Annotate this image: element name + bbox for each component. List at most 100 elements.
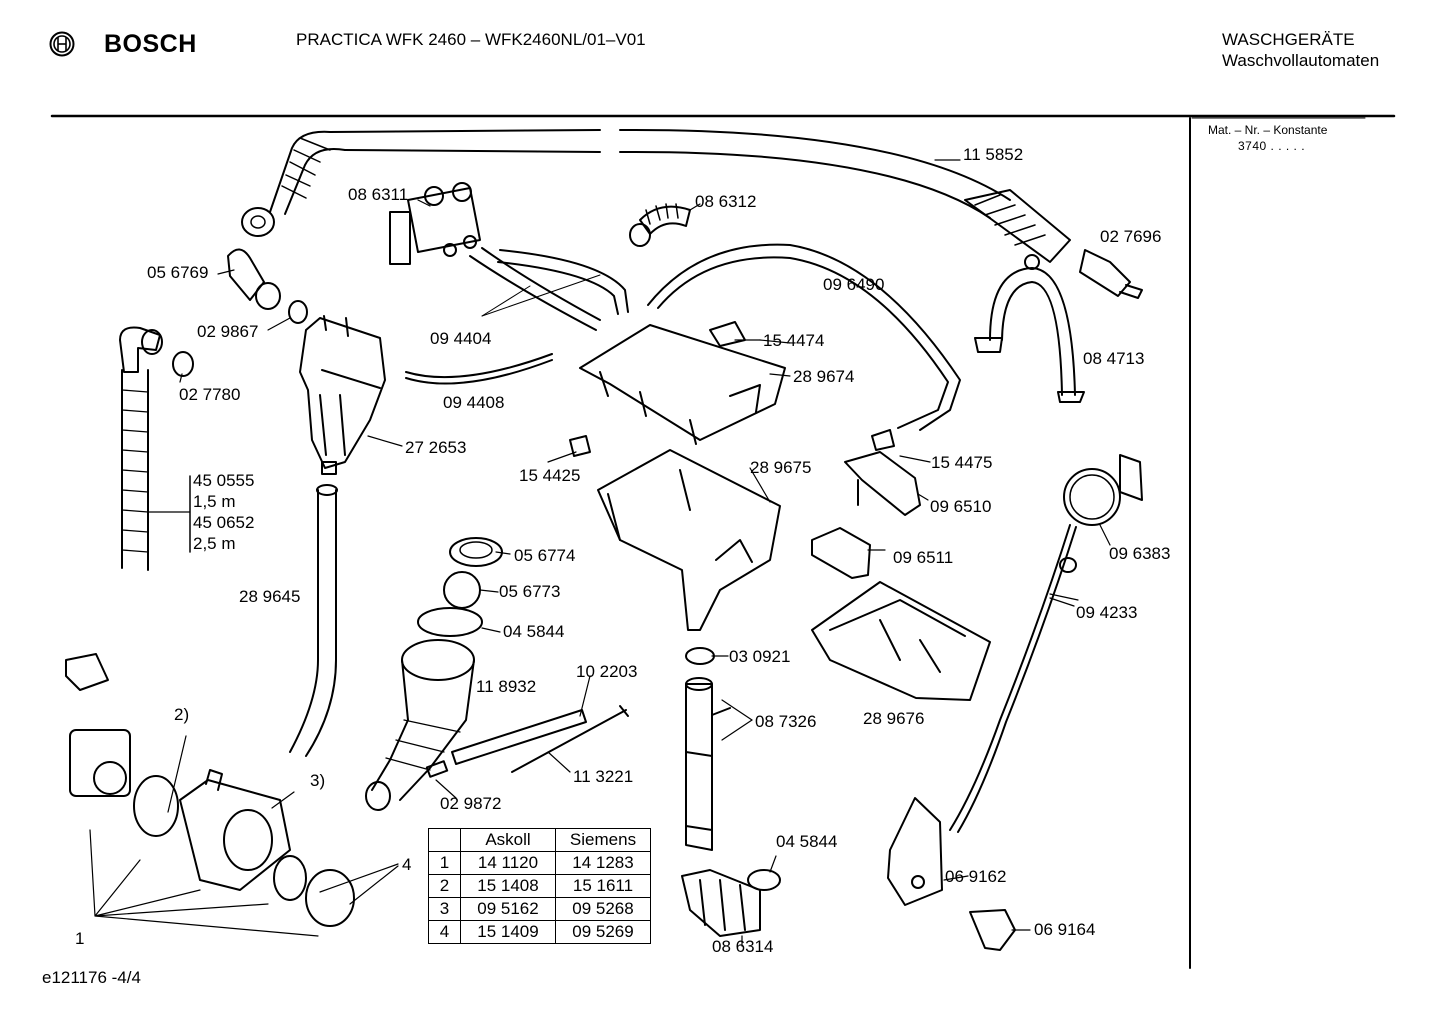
label-02-9872: 02 9872 — [440, 794, 502, 813]
brand-name: BOSCH — [104, 30, 197, 58]
label-28-9674: 28 9674 — [793, 367, 855, 386]
label-2-5-m: 2,5 m — [193, 534, 236, 553]
hose-bracket-part — [974, 254, 1085, 403]
table-cell-askoll: 09 5162 — [460, 897, 556, 921]
dispenser-elbow-part — [629, 203, 691, 247]
table-header-askoll: Askoll — [460, 828, 556, 852]
vent-hose-part — [647, 243, 961, 431]
table-cell-siemens: 14 1283 — [555, 851, 651, 875]
table-cell-index: 2 — [428, 874, 461, 898]
water-reservoir-part — [299, 315, 403, 475]
leader-lines — [179, 159, 1111, 947]
table-header-index — [428, 828, 461, 852]
material-number-value: 3740 . . . . . — [1238, 139, 1306, 153]
table-cell-askoll: 15 1409 — [460, 920, 556, 944]
table-cell-siemens: 09 5268 — [555, 897, 651, 921]
table-row: 4 15 1409 09 5269 — [428, 920, 651, 944]
category-subtitle: Waschvollautomaten — [1222, 51, 1380, 70]
small-nozzle-part — [569, 435, 591, 457]
label-45-0652: 45 0652 — [193, 513, 255, 532]
drain-hose-part — [119, 326, 191, 571]
label-05-6773: 05 6773 — [499, 582, 561, 601]
label-09-6510: 09 6510 — [930, 497, 992, 516]
table-row: 1 14 1120 14 1283 — [428, 851, 651, 875]
lock-cap-part — [969, 909, 1016, 951]
clamp-ring-part — [172, 351, 194, 377]
label-02-7696: 02 7696 — [1100, 227, 1162, 246]
connecting-hose-part — [469, 247, 629, 331]
label-28-9675: 28 9675 — [750, 458, 812, 477]
plug-part — [425, 760, 449, 778]
label-15-4425: 15 4425 — [519, 466, 581, 485]
vent-tube-part — [451, 709, 587, 765]
vertical-hose-part — [289, 484, 338, 757]
label-09-6383: 09 6383 — [1109, 544, 1171, 563]
table-cell-index: 1 — [428, 851, 461, 875]
label-08-6312: 08 6312 — [695, 192, 757, 211]
table-row: 3 09 5162 09 5268 — [428, 897, 651, 921]
door-seal-cap-part — [449, 537, 503, 567]
label-08-7326: 08 7326 — [755, 712, 817, 731]
label-note-1: 1 — [75, 929, 85, 948]
lock-bracket-part — [887, 797, 943, 906]
label-05-6769: 05 6769 — [147, 263, 209, 282]
table-header-siemens: Siemens — [555, 828, 651, 852]
siphon-cap-part — [811, 527, 886, 579]
table-row: 2 15 1408 15 1611 — [428, 874, 651, 898]
label-1-5-m: 1,5 m — [193, 492, 236, 511]
table-cell-index: 4 — [428, 920, 461, 944]
label-09-4404: 09 4404 — [430, 329, 492, 348]
label-06-9162: 06 9162 — [945, 867, 1007, 886]
table-cell-askoll: 15 1408 — [460, 874, 556, 898]
label-09-6511: 09 6511 — [893, 548, 954, 567]
dispenser-housing-part — [597, 449, 781, 631]
table-cell-askoll: 14 1120 — [460, 851, 556, 875]
label-09-4408: 09 4408 — [443, 393, 505, 412]
label-11-5852: 11 5852 — [963, 145, 1024, 164]
label-02-7780: 02 7780 — [179, 385, 241, 404]
table-cell-index: 3 — [428, 897, 461, 921]
label-10-2203: 10 2203 — [576, 662, 638, 681]
table-cell-siemens: 15 1611 — [555, 874, 651, 898]
material-number-label: Mat. – Nr. – Konstante — [1208, 123, 1328, 137]
label-27-2653: 27 2653 — [405, 438, 467, 457]
label-04-5844-b: 04 5844 — [776, 832, 838, 851]
connector-nozzle-part — [871, 429, 895, 451]
inlet-hose-part — [241, 128, 1071, 263]
table-header-row: Askoll Siemens — [428, 828, 651, 852]
label-11-3221: 11 3221 — [573, 767, 634, 786]
label-note-2: 2) — [174, 705, 190, 724]
pump-hose-part — [681, 869, 761, 937]
pressure-hose-part — [949, 524, 1079, 833]
ball-valve-part — [443, 571, 481, 609]
label-08-6314: 08 6314 — [712, 937, 774, 956]
label-06-9164: 06 9164 — [1034, 920, 1096, 939]
label-28-9645: 28 9645 — [239, 587, 301, 606]
elbow-connector-part — [227, 248, 281, 310]
label-09-6490: 09 6490 — [823, 275, 885, 294]
label-15-4474: 15 4474 — [763, 331, 825, 350]
label-08-6311: 08 6311 — [348, 185, 409, 204]
category-title: WASCHGERÄTE — [1222, 30, 1355, 49]
pressure-switch-part — [1063, 454, 1143, 526]
hose-clamp-part — [417, 607, 483, 637]
label-09-4233: 09 4233 — [1076, 603, 1138, 622]
label-45-0555: 45 0555 — [193, 471, 255, 490]
label-28-9676: 28 9676 — [863, 709, 925, 728]
label-02-9867: 02 9867 — [197, 322, 259, 341]
detergent-drawer-part — [811, 581, 991, 701]
label-15-4475: 15 4475 — [931, 453, 993, 472]
label-03-0921: 03 0921 — [729, 647, 791, 666]
label-note-4: 4 — [402, 855, 412, 874]
bosch-logo-icon — [49, 31, 75, 57]
table-cell-siemens: 09 5269 — [555, 920, 651, 944]
solenoid-valve-part — [389, 182, 481, 265]
label-note-3: 3) — [310, 771, 326, 790]
sump-hose-part — [365, 639, 475, 811]
label-11-8932: 11 8932 — [476, 677, 537, 696]
supplier-parts-table: Askoll Siemens 1 14 1120 14 1283 2 15 14… — [428, 828, 651, 944]
seal-ring-part — [288, 300, 308, 324]
short-hose-part — [405, 353, 553, 385]
overflow-pipe-part — [685, 647, 731, 851]
